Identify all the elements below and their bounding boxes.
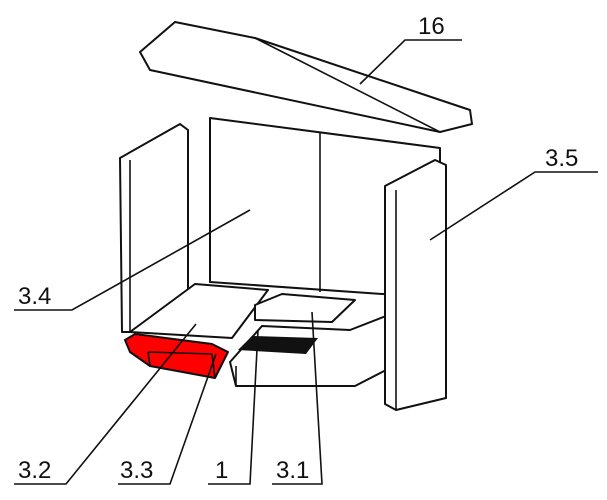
label-3-3: 3.3 xyxy=(120,457,153,484)
leader-16 xyxy=(359,39,462,85)
part-3-5-right-panel xyxy=(384,159,447,411)
leader-3-2 xyxy=(14,323,197,485)
leader-3-4 xyxy=(14,209,251,311)
leader-3-1 xyxy=(272,311,323,485)
part-16-lid xyxy=(139,21,473,133)
part-3-3-highlighted-brick xyxy=(124,333,229,379)
red-brick-edge xyxy=(147,351,151,367)
label-1: 1 xyxy=(215,457,228,484)
part-3-1-center-plate xyxy=(254,293,356,323)
label-3-1: 3.1 xyxy=(276,457,309,484)
label-3-2: 3.2 xyxy=(18,457,51,484)
part-3-2-left-floor xyxy=(129,283,269,339)
red-brick-edge xyxy=(211,353,216,379)
red-brick-edge xyxy=(147,351,213,355)
leader-3-3 xyxy=(118,353,217,485)
leader-1 xyxy=(208,329,259,485)
lid-edge xyxy=(254,37,441,133)
leader-3-5 xyxy=(429,171,598,241)
label-3-5: 3.5 xyxy=(545,145,578,172)
label-3-4: 3.4 xyxy=(18,283,51,310)
label-16: 16 xyxy=(418,13,445,40)
